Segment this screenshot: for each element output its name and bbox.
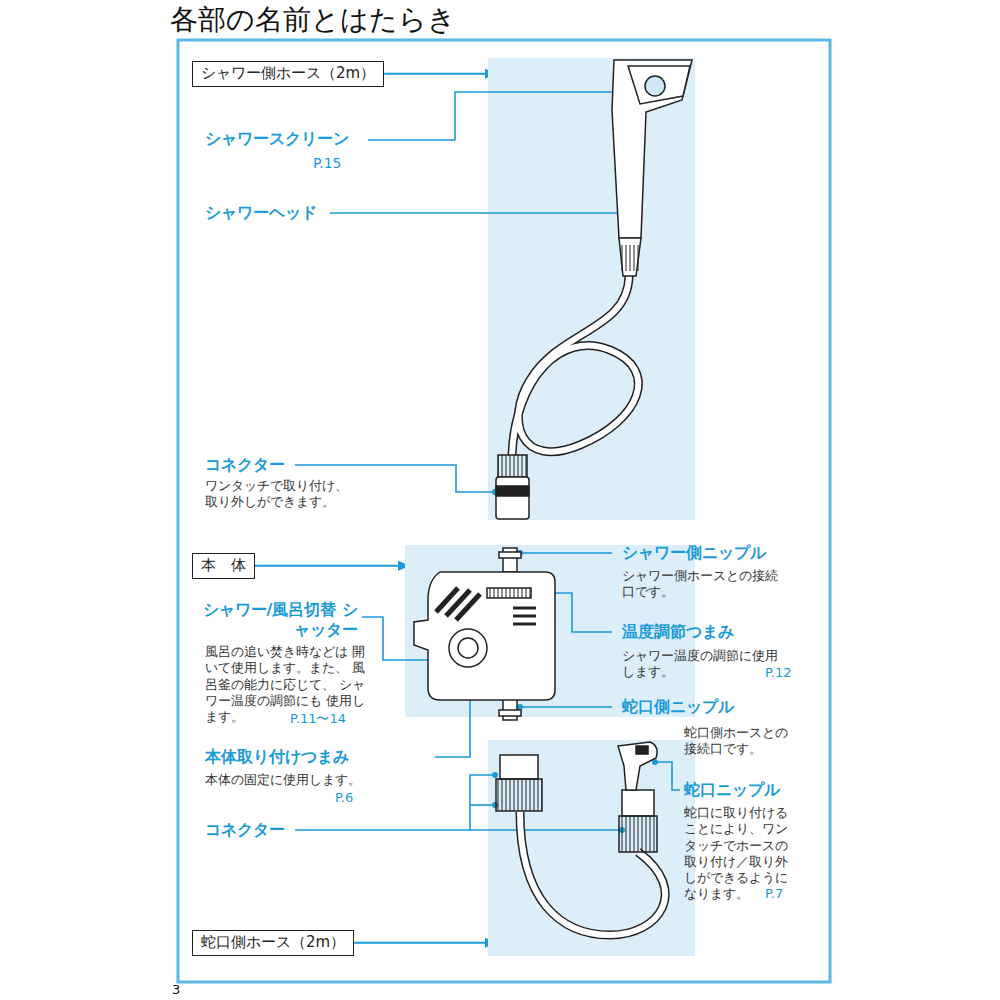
part-note: 風呂の追い焚き時などは 開いて使用します。また、 風呂釜の能力に応じて、 シャワ…	[205, 644, 373, 725]
faucet-hose	[496, 742, 665, 935]
pointer-arrow	[255, 565, 400, 567]
part-name: コネクター	[205, 455, 285, 475]
part-name: コネクター	[205, 820, 285, 840]
pointer-arrow	[354, 942, 487, 944]
page-number: 3	[172, 982, 180, 998]
section-label: 蛇口側ホース（2m）	[201, 933, 345, 951]
part-note: ワンタッチで取り付け、 取り外しができます。	[205, 478, 365, 511]
section-label: シャワー側ホース（2m）	[201, 64, 375, 82]
page-title: 各部の名前とはたらき	[170, 2, 456, 37]
part-note: 蛇口に取り付ける ことにより、ワン タッチでホースの 取り付け／取り外 しができ…	[684, 805, 802, 903]
page-ref: P.7	[765, 886, 783, 902]
section-label: 本 体	[201, 556, 246, 574]
part-name: 蛇口側ニップル	[622, 697, 734, 717]
section-label-box: 蛇口側ホース（2m）	[192, 930, 354, 956]
part-note: 蛇口側ホースとの 接続口です。	[684, 725, 804, 758]
section-label-box: 本 体	[192, 553, 255, 579]
part-note: 本体の固定に使用します。	[205, 772, 375, 788]
part-name: シャワー/風呂切替 シャッター	[200, 600, 358, 640]
section-label-box: シャワー側ホース（2m）	[192, 61, 384, 87]
page-ref: P.15	[313, 155, 342, 173]
part-name: 温度調節つまみ	[622, 622, 734, 642]
part-name: シャワースクリーン	[205, 129, 349, 149]
part-name: 本体取り付けつまみ	[205, 747, 349, 767]
part-name: 蛇口ニップル	[684, 780, 780, 800]
panel	[488, 740, 695, 956]
part-name: シャワー側ニップル	[622, 543, 766, 563]
page-ref: P.12	[765, 665, 792, 681]
main-body	[414, 548, 555, 720]
part-note: シャワー温度の調節に使用 します。	[622, 648, 787, 681]
page-frame	[178, 40, 830, 982]
page-ref: P.11〜14	[290, 711, 346, 727]
part-name: シャワーヘッド	[205, 203, 317, 223]
pointer-arrow	[384, 73, 487, 75]
panel	[488, 58, 695, 520]
page-ref: P.6	[335, 790, 353, 806]
shower-head	[496, 60, 692, 519]
part-note: シャワー側ホースとの接続 口です。	[622, 568, 782, 601]
